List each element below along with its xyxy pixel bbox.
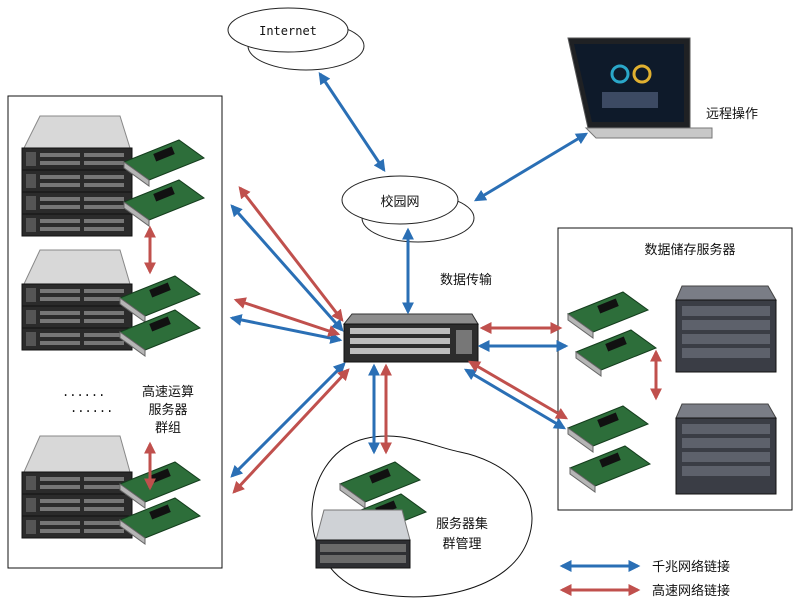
management-label-2: 群管理 [442, 537, 481, 552]
nic-card [569, 445, 651, 493]
storage-server-2 [675, 403, 777, 495]
laptop-icon [567, 37, 713, 139]
management-cluster-outline [311, 435, 533, 598]
nic-card [567, 405, 649, 453]
legend: 千兆网络链接 高速网络链接 [559, 559, 730, 599]
ellipsis-2: ...... [70, 401, 113, 415]
compute-group-label-2: 服务器 [148, 402, 187, 418]
campus-network-label: 校园网 [380, 194, 419, 210]
legend-highspeed-label: 高速网络链接 [652, 583, 730, 599]
storage-server-1 [675, 285, 777, 373]
data-transfer-label: 数据传输 [440, 272, 492, 288]
legend-gigabit-label: 千兆网络链接 [652, 559, 730, 575]
internet-cloud: Internet [227, 7, 365, 71]
compute-group-label-3: 群组 [155, 421, 181, 436]
ellipsis-1: ...... [62, 385, 105, 399]
network-switch [342, 313, 479, 363]
nic-card [123, 179, 205, 227]
management-server [315, 509, 411, 569]
internet-label: Internet [259, 24, 317, 38]
storage-servers-label: 数据储存服务器 [644, 242, 735, 258]
nic-card [123, 139, 205, 187]
compute-group-frame [7, 95, 223, 569]
compute-group-label-1: 高速运算 [142, 384, 194, 400]
gigabit-links [229, 72, 589, 478]
nic-card [567, 291, 649, 339]
remote-operation-label: 远程操作 [706, 106, 758, 122]
campus-network-cloud: 校园网 [341, 175, 475, 243]
compute-server-2 [21, 249, 133, 351]
management-label-1: 服务器集 [436, 516, 488, 532]
compute-server-1 [21, 115, 133, 237]
highspeed-links [232, 186, 569, 494]
nic-card [575, 329, 657, 377]
compute-server-3 [21, 435, 133, 539]
